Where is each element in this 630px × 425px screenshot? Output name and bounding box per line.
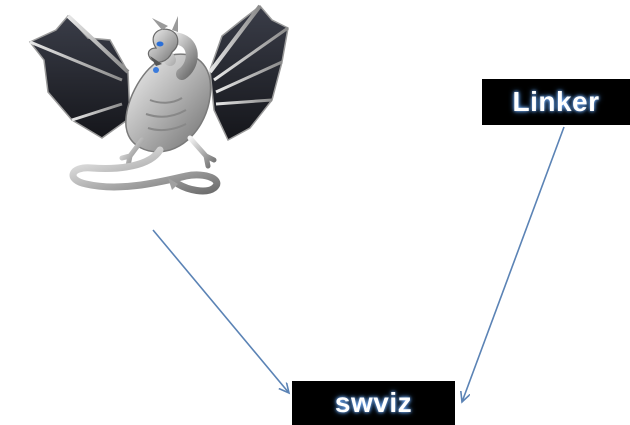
llvm-dragon-icon <box>28 4 289 195</box>
edge-clang-to-swviz <box>152 229 289 393</box>
linker-label: Linker <box>512 86 600 117</box>
edge-linker-to-swviz <box>462 126 565 402</box>
linker-node: Linker <box>482 79 630 125</box>
swviz-label: swviz <box>334 387 413 418</box>
swviz-node: swviz <box>292 381 455 425</box>
